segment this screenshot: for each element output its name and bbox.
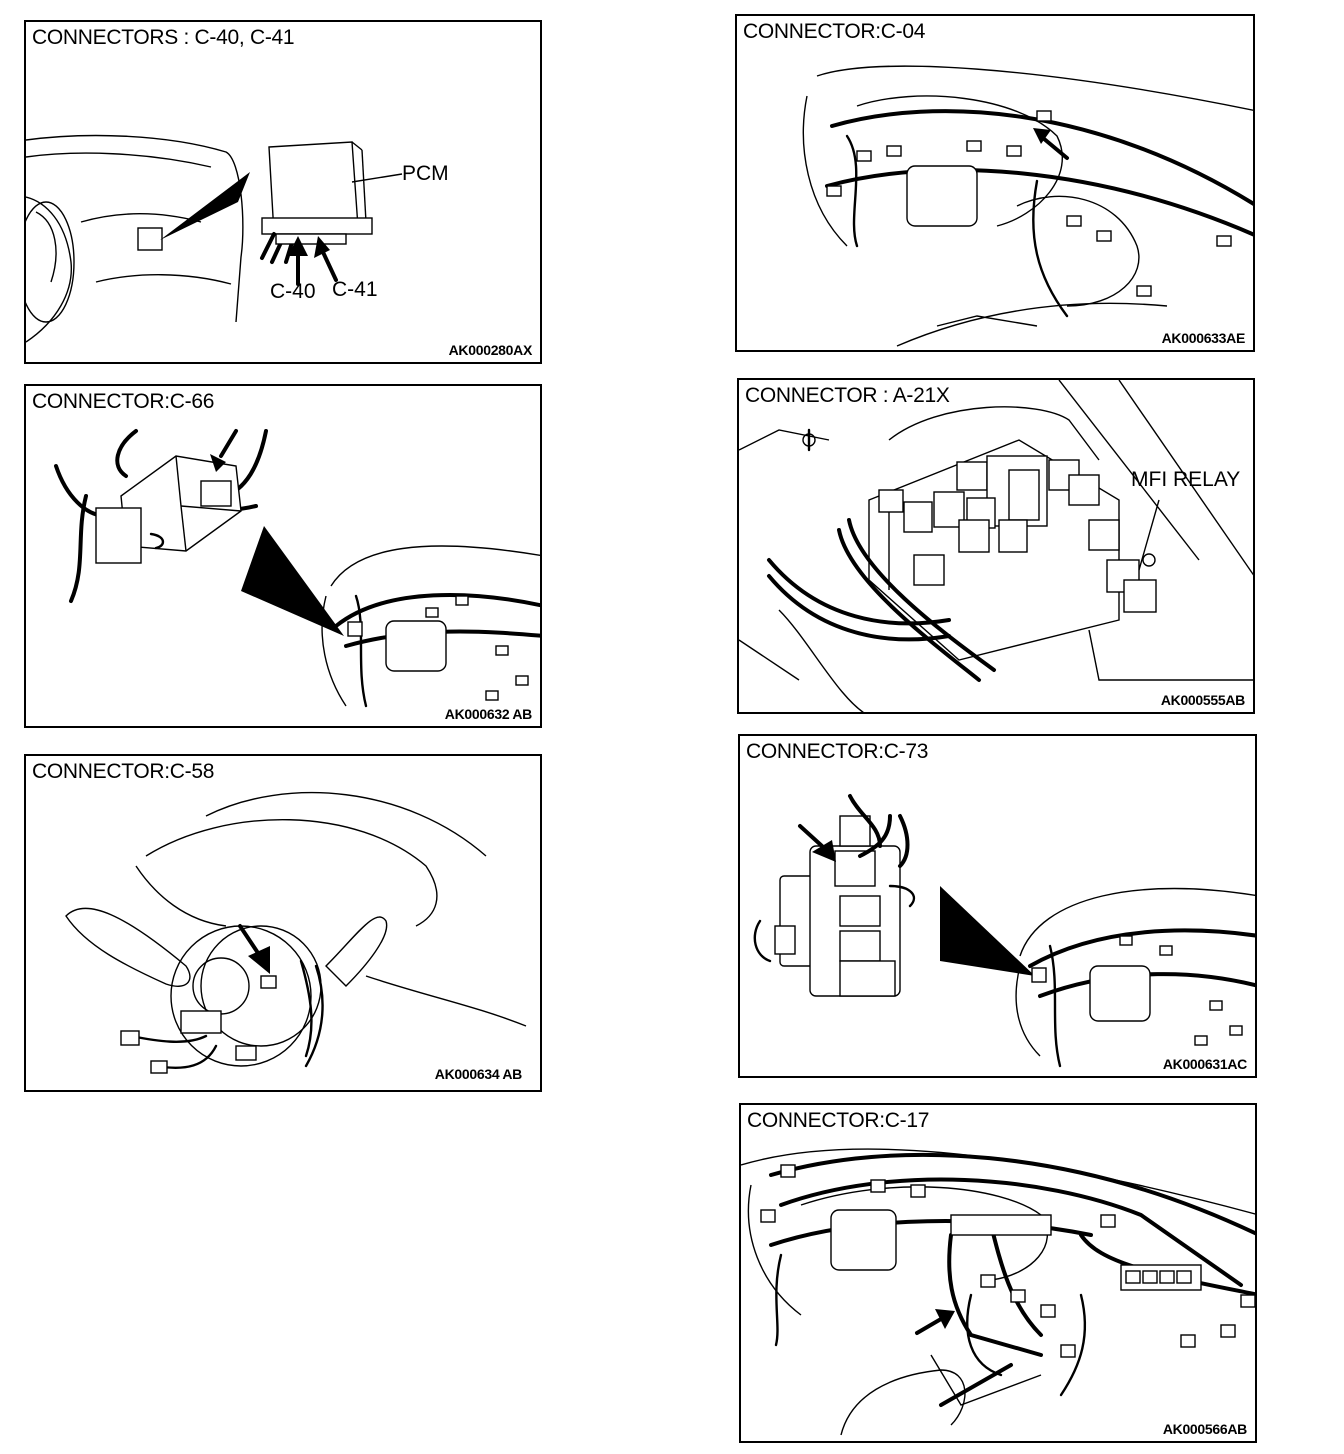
panel-title: CONNECTOR:C-73 — [746, 740, 933, 764]
steering-column-illustration — [65, 791, 527, 1074]
panel-title: CONNECTOR:C-58 — [32, 760, 219, 784]
center-dash-harness-illustration — [741, 1148, 1255, 1436]
panel-title: CONNECTOR : A-21X — [745, 384, 954, 408]
panel-title: CONNECTORS : C-40, C-41 — [32, 26, 299, 50]
panel-a21x: CONNECTOR : A-21X MFI RELAY AK000555AB — [737, 378, 1255, 714]
mfi-relay-label: MFI RELAY — [1131, 468, 1241, 491]
panel-c66: CONNECTOR:C-66 AK000632 AB — [24, 384, 542, 728]
panel-c17: CONNECTOR:C-17 AK000566AB — [739, 1103, 1257, 1443]
figure-code: AK000633AE — [1161, 330, 1246, 346]
dashboard-pcm-illustration — [26, 134, 403, 343]
figure-code: AK000555AB — [1160, 692, 1245, 708]
panel-c40-c41: CONNECTORS : C-40, C-41 PCM C-40 C-41 AK… — [24, 20, 542, 364]
c40-label: C-40 — [270, 280, 316, 303]
pcm-label: PCM — [402, 162, 449, 185]
instrument-panel-harness-illustration — [802, 65, 1253, 347]
figure-code: AK000631AC — [1162, 1056, 1247, 1072]
relay-block-illustration — [753, 794, 1255, 1068]
panel-title: CONNECTOR:C-04 — [743, 20, 930, 44]
relay-box-illustration — [739, 380, 1253, 712]
panel-title: CONNECTOR:C-17 — [747, 1109, 934, 1133]
figure-code: AK000566AB — [1162, 1421, 1247, 1437]
panel-c73: CONNECTOR:C-73 AK000631AC — [738, 734, 1257, 1078]
figure-code: AK000280AX — [448, 342, 533, 358]
panel-c04: CONNECTOR:C-04 AK000633AE — [735, 14, 1255, 352]
c41-label: C-41 — [332, 278, 378, 301]
panel-c58: CONNECTOR:C-58 AK000634 AB — [24, 754, 542, 1092]
figure-code: AK000634 AB — [434, 1066, 523, 1082]
panel-title: CONNECTOR:C-66 — [32, 390, 219, 414]
figure-code: AK000632 AB — [444, 706, 533, 722]
connector-c66-illustration — [54, 429, 540, 708]
